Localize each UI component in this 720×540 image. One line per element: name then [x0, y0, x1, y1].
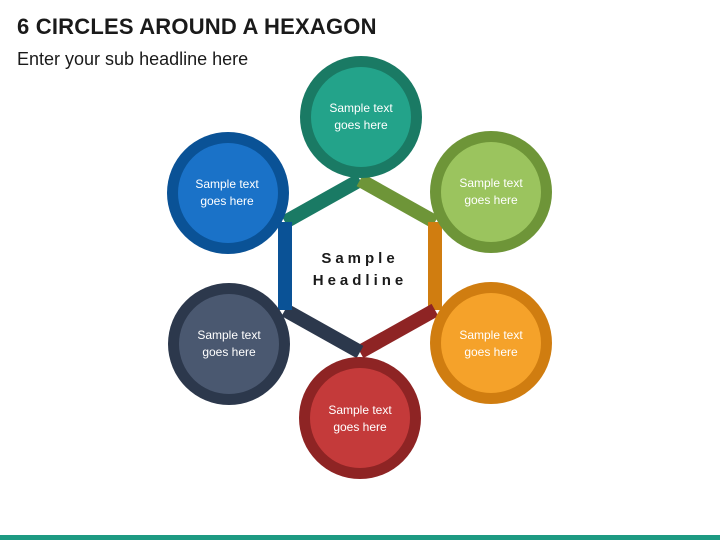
- hex-edge-bottom: [356, 303, 439, 359]
- page-subtitle: Enter your sub headline here: [17, 49, 249, 69]
- circle-fill: [178, 143, 278, 243]
- circle-text-line2: goes here: [333, 420, 387, 434]
- circle-node-lower-left: Sample text goes here: [168, 283, 290, 405]
- circle-node-upper-right: Sample text goes here: [430, 131, 552, 253]
- circle-text-line1: Sample text: [459, 176, 523, 190]
- circle-text-line1: Sample text: [197, 328, 261, 342]
- circle-node-upper-left: Sample text goes here: [167, 132, 289, 254]
- hex-edge-lower-left: [281, 303, 364, 359]
- hexagon-edges: [278, 173, 442, 359]
- circle-text-line2: goes here: [464, 345, 518, 359]
- circle-text-line1: Sample text: [459, 328, 523, 342]
- circle-fill: [441, 293, 541, 393]
- hex-edge-top: [281, 173, 364, 229]
- circle-text-line2: goes here: [200, 194, 254, 208]
- page-title: 6 CIRCLES AROUND A HEXAGON: [17, 14, 377, 39]
- circle-fill: [310, 368, 410, 468]
- hex-edge-upper-right: [356, 173, 439, 229]
- circle-text-line2: goes here: [334, 118, 388, 132]
- circle-node-lower-right: Sample text goes here: [430, 282, 552, 404]
- center-headline-line2: Headline: [313, 272, 408, 289]
- circle-text-line2: goes here: [464, 193, 518, 207]
- circle-fill: [311, 67, 411, 167]
- circle-node-top: Sample text goes here: [300, 56, 422, 178]
- circle-fill: [441, 142, 541, 242]
- circle-fill: [179, 294, 279, 394]
- circle-text-line2: goes here: [202, 345, 256, 359]
- footer-accent-bar: [0, 535, 720, 540]
- circle-text-line1: Sample text: [195, 177, 259, 191]
- circle-text-line1: Sample text: [329, 101, 393, 115]
- circle-text-line1: Sample text: [328, 403, 392, 417]
- center-headline-line1: Sample: [321, 250, 398, 267]
- circle-node-bottom: Sample text goes here: [299, 357, 421, 479]
